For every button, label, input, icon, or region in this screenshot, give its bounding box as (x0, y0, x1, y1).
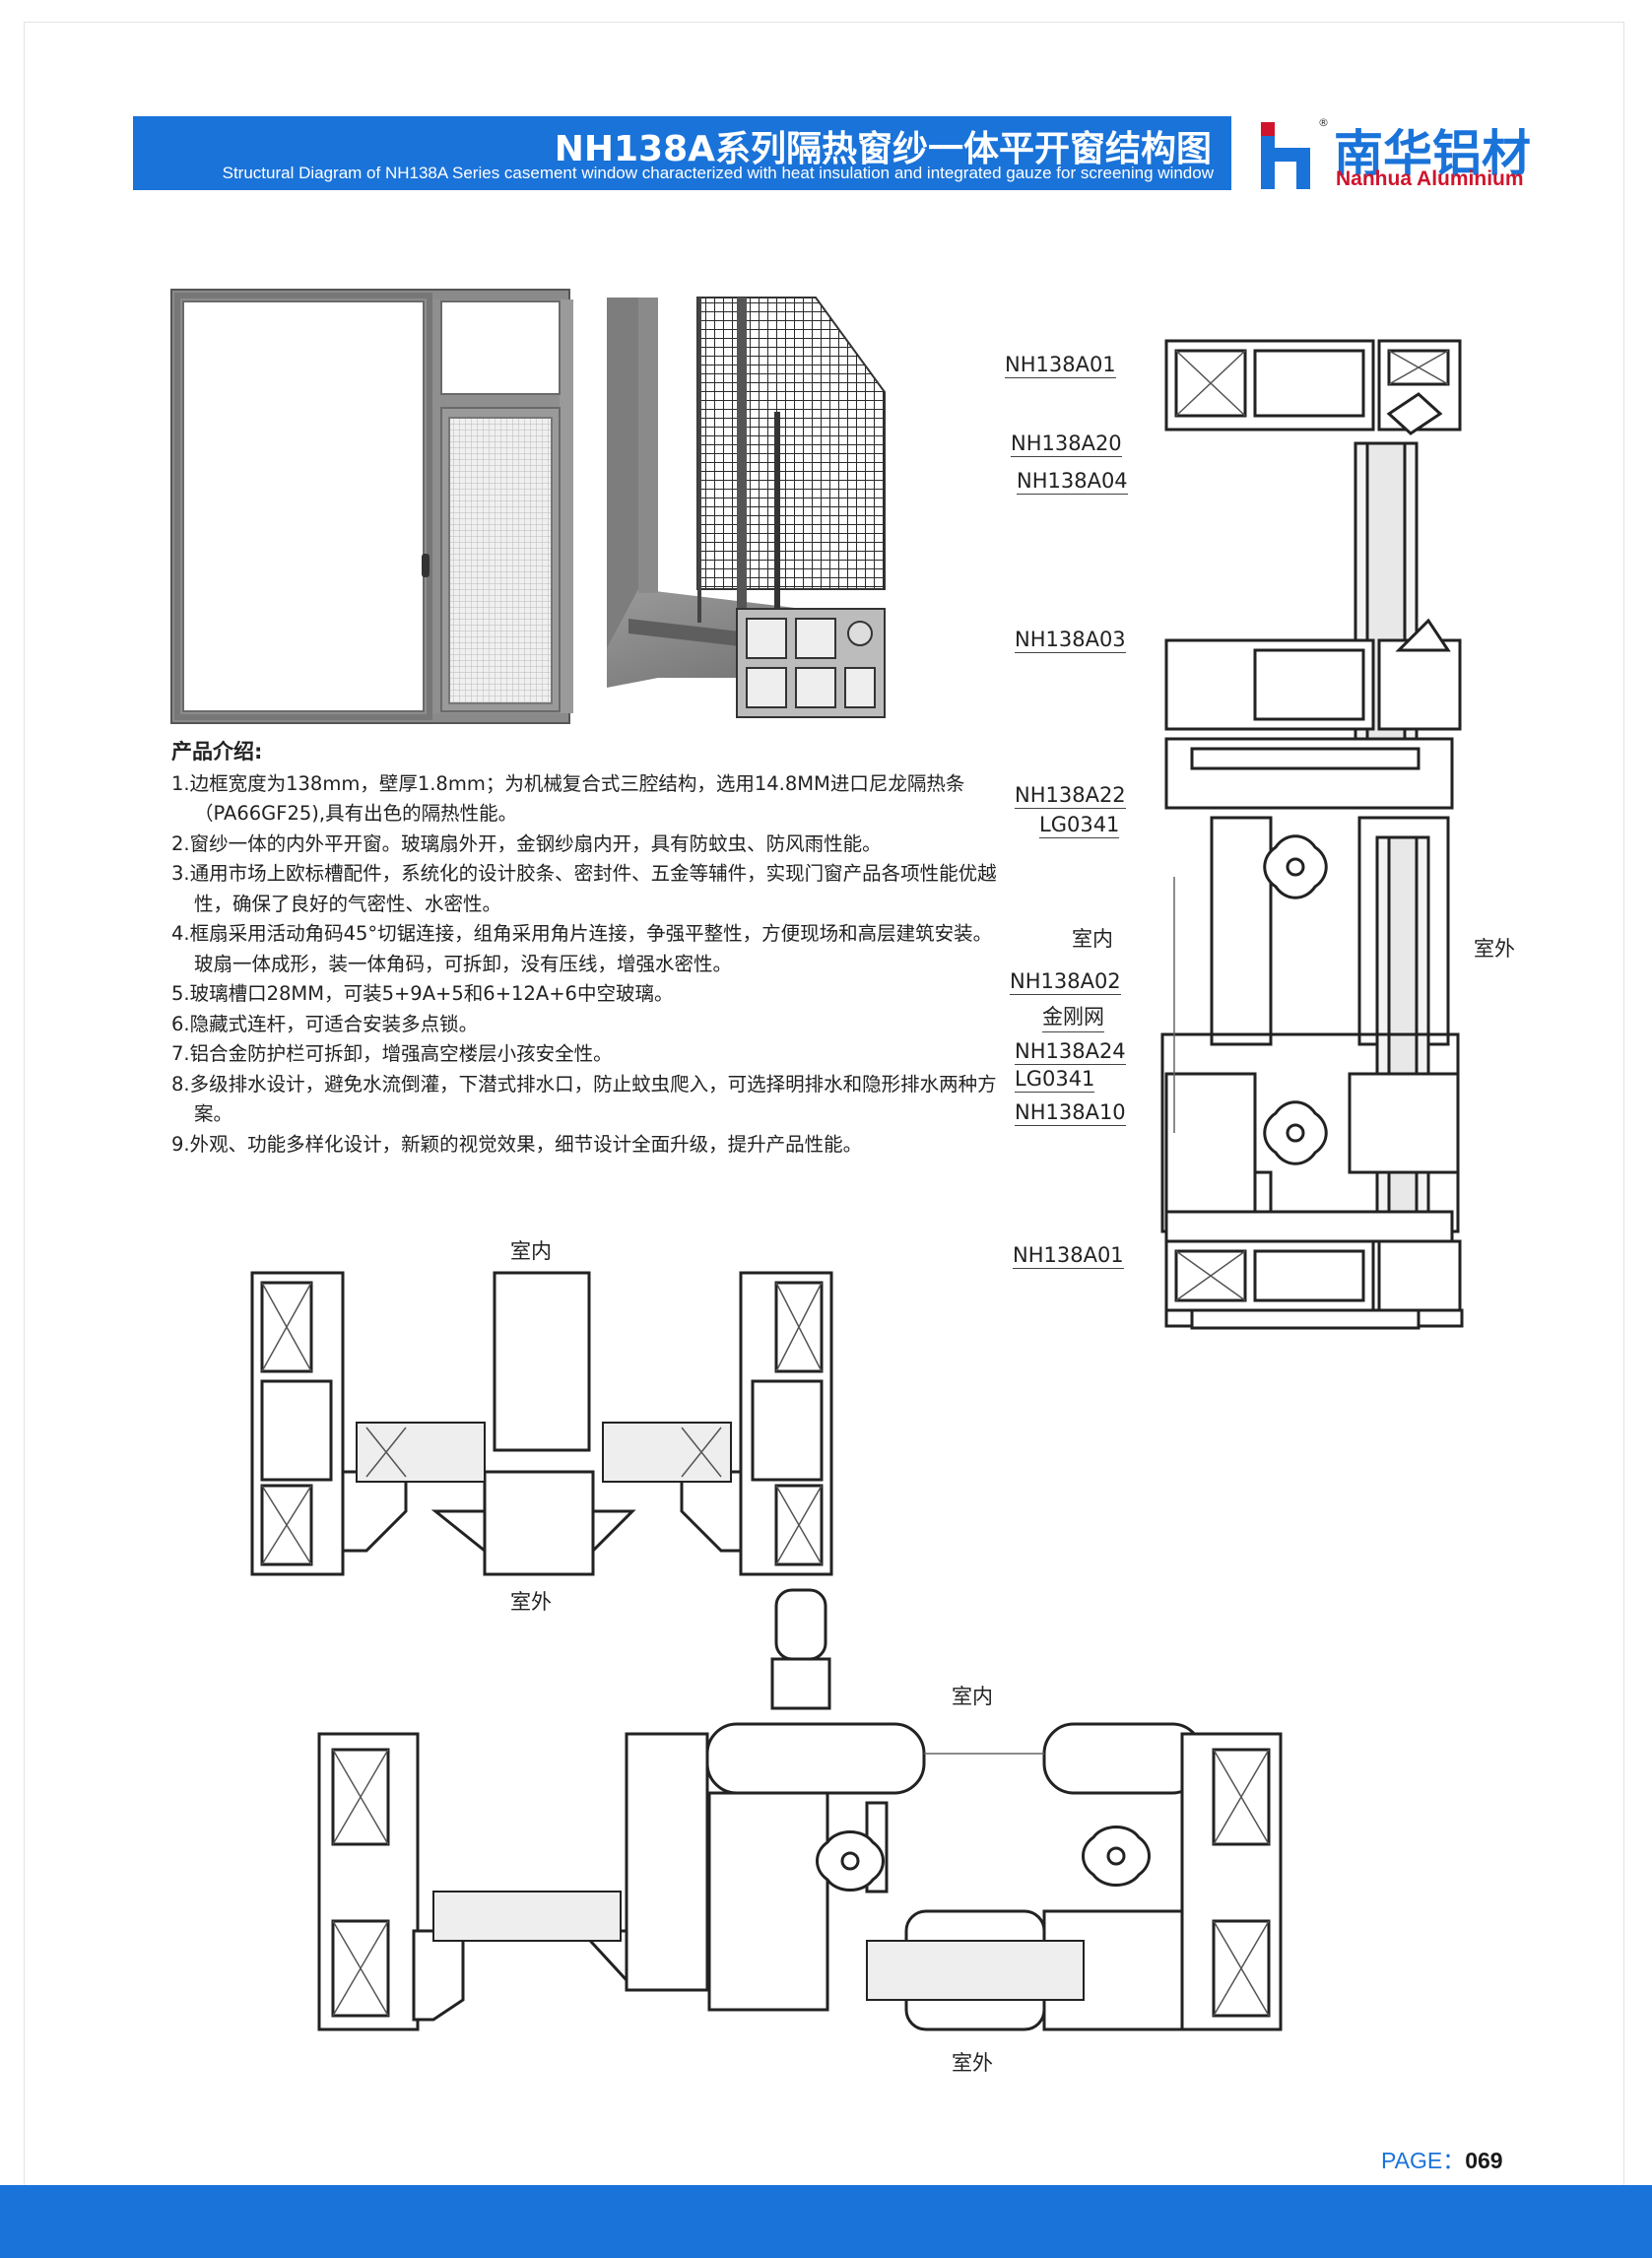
intro-item: 2.窗纱一体的内外平开窗。玻璃扇外开，金钢纱扇内开，具有防蚊虫、防风雨性能。 (171, 831, 882, 855)
registered-mark: ® (1318, 116, 1329, 129)
part-label: NH138A04 (1017, 469, 1128, 495)
intro-title: 产品介绍: (171, 740, 263, 764)
intro-item: 4.框扇采用活动角码45°切锯连接，组角采用角片连接，争强平整性，方便现场和高层… (171, 922, 993, 975)
intro-item: 3.通用市场上欧标槽配件，系统化的设计胶条、密封件、五金等辅件，实现门窗产品各项… (171, 862, 997, 915)
brand-name-cn: 南华铝材 (1334, 125, 1531, 182)
page-value: 069 (1465, 2148, 1503, 2173)
intro-item: 8.多级排水设计，避免水流倒灌，下潜式排水口，防止蚊虫爬入，可选择明排水和隐形排… (171, 1072, 997, 1126)
brand-name-en: Nanhua Aluminium (1336, 167, 1524, 190)
vertical-section-drawing (1160, 339, 1464, 1330)
indoor-label: 室内 (1072, 927, 1113, 951)
intro-item: 9.外观、功能多样化设计，新颖的视觉效果，细节设计全面升级，提升产品性能。 (171, 1132, 863, 1156)
part-label: NH138A24 (1015, 1039, 1126, 1065)
intro-item: 5.玻璃槽口28MM，可装5+9A+5和6+12A+6中空玻璃。 (171, 982, 674, 1005)
page-subtitle: Structural Diagram of NH138A Series case… (222, 164, 1214, 182)
page-number: PAGE：069 (1381, 2142, 1503, 2175)
part-label: LG0341 (1039, 813, 1120, 838)
header-bar: NH138A系列隔热窗纱一体平开窗结构图 Structural Diagram … (133, 116, 1231, 190)
logo-mark-icon (1261, 122, 1310, 189)
horizontal-section-drawing (250, 1271, 833, 1576)
window-elevation-drawing (170, 289, 573, 724)
brand-logo: ® 南华铝材 Nanhua Aluminium (1261, 114, 1556, 193)
page-title: NH138A系列隔热窗纱一体平开窗结构图 (554, 129, 1212, 169)
outdoor-label: 室外 (952, 2051, 993, 2075)
outdoor-label: 室外 (1474, 937, 1515, 961)
product-intro: 产品介绍: 1.边框宽度为138mm，壁厚1.8mm；为机械复合式三腔结构，选用… (171, 737, 999, 1160)
profile-3d-render (607, 297, 886, 718)
footer-bar (0, 2185, 1652, 2258)
handle-section-drawing (317, 1588, 1283, 2031)
part-label: NH138A01 (1005, 353, 1116, 378)
indoor-label: 室内 (952, 1685, 993, 1708)
page-label: PAGE： (1381, 2148, 1466, 2173)
part-label: NH138A03 (1015, 628, 1126, 653)
indoor-label: 室内 (510, 1239, 552, 1263)
intro-item: 7.铝合金防护栏可拆卸，增强高空楼层小孩安全性。 (171, 1042, 613, 1065)
part-label: NH138A22 (1015, 783, 1126, 809)
part-label: NH138A20 (1011, 432, 1122, 457)
part-label: NH138A10 (1015, 1100, 1126, 1126)
part-label: LG0341 (1015, 1067, 1095, 1093)
outdoor-label: 室外 (510, 1590, 552, 1614)
intro-item: 1.边框宽度为138mm，壁厚1.8mm；为机械复合式三腔结构，选用14.8MM… (171, 771, 965, 826)
part-label: NH138A02 (1010, 969, 1121, 995)
part-label: NH138A01 (1013, 1243, 1124, 1269)
intro-item: 6.隐藏式连杆，可适合安装多点锁。 (171, 1012, 479, 1035)
part-label: 金刚网 (1042, 1001, 1104, 1032)
